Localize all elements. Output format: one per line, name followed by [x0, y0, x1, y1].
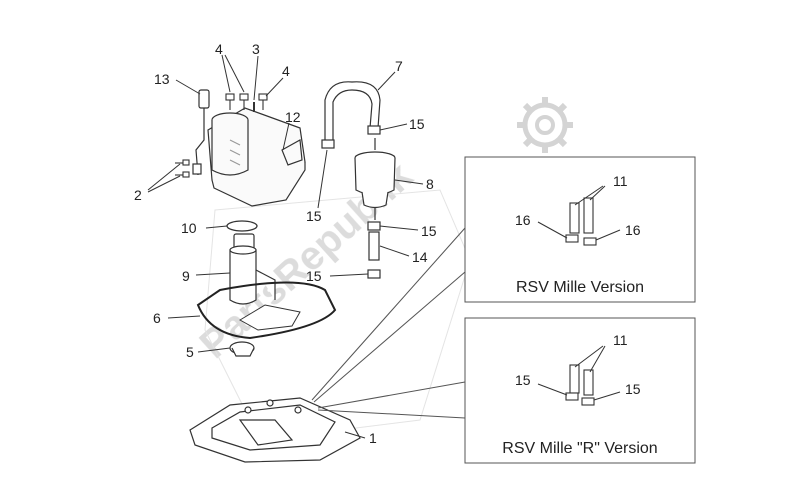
clip-part-5 — [229, 341, 255, 357]
callout-11-bottom: 11 — [613, 332, 628, 348]
callout-numbers: 1 2 3 4 4 5 6 7 8 9 10 11 11 12 13 14 15… — [134, 41, 641, 446]
callout-13: 13 — [154, 71, 170, 87]
callout-14: 14 — [412, 249, 428, 265]
rsv-mille-version-label: RSV Mille Version — [516, 279, 644, 296]
callout-15-box-right: 15 — [625, 381, 641, 397]
callout-12: 12 — [285, 109, 301, 125]
callout-8: 8 — [426, 176, 434, 192]
callout-15-filter-top: 15 — [409, 116, 425, 132]
gasket-part-6 — [196, 281, 337, 340]
callout-15-right: 15 — [421, 223, 437, 239]
callout-7: 7 — [395, 58, 403, 74]
callout-6: 6 — [153, 310, 161, 326]
callout-11-top: 11 — [613, 173, 628, 189]
callout-16-right: 16 — [625, 222, 641, 238]
fuel-filter-part-8 — [354, 138, 396, 220]
callout-3: 3 — [252, 41, 260, 57]
pump-cover-part-12 — [207, 107, 306, 207]
fuel-pump-part-9 — [229, 233, 276, 305]
o-ring-part-10 — [226, 220, 258, 232]
callout-16-left: 16 — [515, 212, 531, 228]
callout-15-box-left: 15 — [515, 372, 531, 388]
filter-element — [239, 304, 301, 331]
rsv-mille-r-version-label: RSV Mille "R" Version — [502, 440, 657, 457]
callout-1: 1 — [369, 430, 377, 446]
screws-parts-3-4 — [225, 93, 268, 112]
rsv-mille-version-box: RSV Mille Version — [464, 156, 696, 303]
callout-4-left: 4 — [215, 41, 223, 57]
callout-9: 9 — [182, 268, 190, 284]
box-leader-lines — [311, 227, 466, 419]
tank-background-outline — [204, 189, 471, 441]
mounting-plate-part-1 — [189, 397, 361, 463]
wire-connector-part-13 — [192, 89, 210, 176]
callout-5: 5 — [186, 344, 194, 360]
hose-part-14 — [367, 221, 381, 279]
callout-4-right: 4 — [282, 63, 290, 79]
callout-15-lower: 15 — [306, 268, 322, 284]
rsv-mille-r-version-box: RSV Mille "R" Version — [464, 317, 696, 464]
callout-10: 10 — [181, 220, 197, 236]
fuel-hose-part-7 — [321, 81, 381, 149]
callout-2: 2 — [134, 187, 142, 203]
screws-part-2 — [175, 159, 190, 178]
callout-leader-lines — [147, 54, 621, 439]
callout-15-hose: 15 — [306, 208, 322, 224]
watermark-gear-icon — [517, 97, 573, 153]
